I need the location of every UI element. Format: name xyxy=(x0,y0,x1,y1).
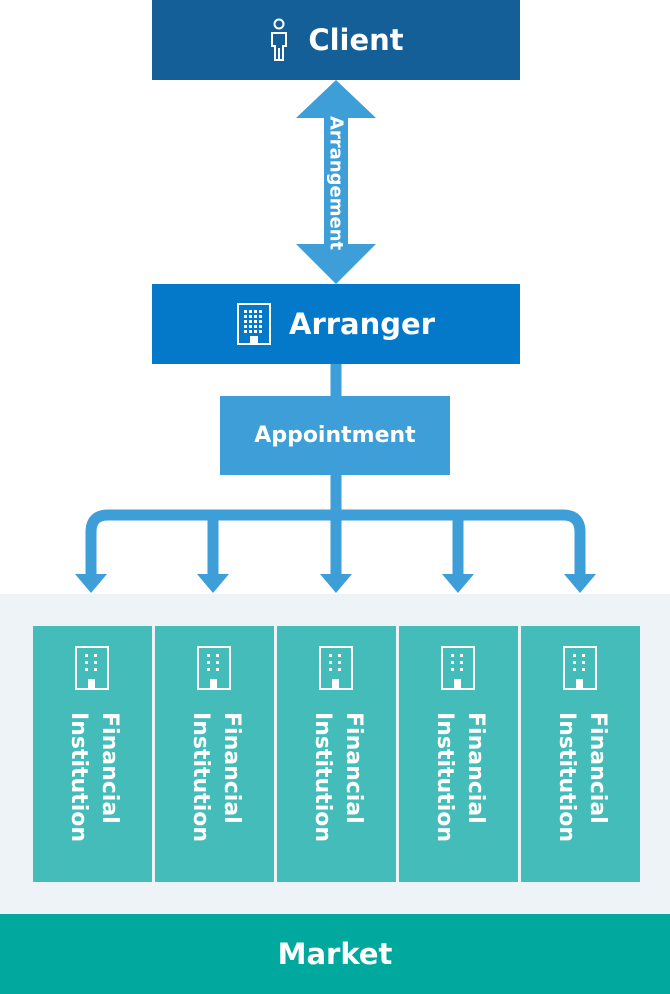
financial-institution-label: Financial Institution xyxy=(66,712,122,843)
financial-institution-box-3: Financial Institution xyxy=(277,626,396,882)
appointment-label: Appointment xyxy=(254,423,416,448)
market-box: Market xyxy=(0,914,670,994)
arrowhead-3 xyxy=(320,574,352,593)
arranger-label: Arranger xyxy=(289,307,435,341)
client-box: Client xyxy=(152,0,520,80)
arrowhead-4 xyxy=(442,574,474,593)
client-label: Client xyxy=(308,23,404,57)
financial-institution-box-5: Financial Institution xyxy=(521,626,640,882)
financial-institution-label: Financial Institution xyxy=(310,712,366,843)
building-icon xyxy=(319,646,353,694)
financial-institution-label: Financial Institution xyxy=(432,712,488,843)
financial-institution-box-2: Financial Institution xyxy=(155,626,274,882)
financial-institution-box-4: Financial Institution xyxy=(399,626,518,882)
financial-institution-box-1: Financial Institution xyxy=(33,626,152,882)
appointment-connector-lines xyxy=(85,364,586,578)
arrowhead-5 xyxy=(564,574,596,593)
appointment-box: Appointment xyxy=(220,396,450,475)
arrangement-label: Arrangement xyxy=(325,115,347,251)
building-icon xyxy=(563,646,597,694)
market-label: Market xyxy=(277,937,393,971)
financial-institution-label: Financial Institution xyxy=(554,712,610,843)
building-icon xyxy=(75,646,109,694)
building-icon xyxy=(197,646,231,694)
building-icon xyxy=(441,646,475,694)
arrangement-double-arrow xyxy=(296,80,376,284)
arrowheads xyxy=(75,574,596,593)
arrowhead-1 xyxy=(75,574,107,593)
financial-institution-label: Financial Institution xyxy=(188,712,244,843)
arrowhead-2 xyxy=(197,574,229,593)
arranger-box: Arranger xyxy=(152,284,520,364)
person-icon xyxy=(268,18,290,62)
building-icon xyxy=(237,303,271,345)
